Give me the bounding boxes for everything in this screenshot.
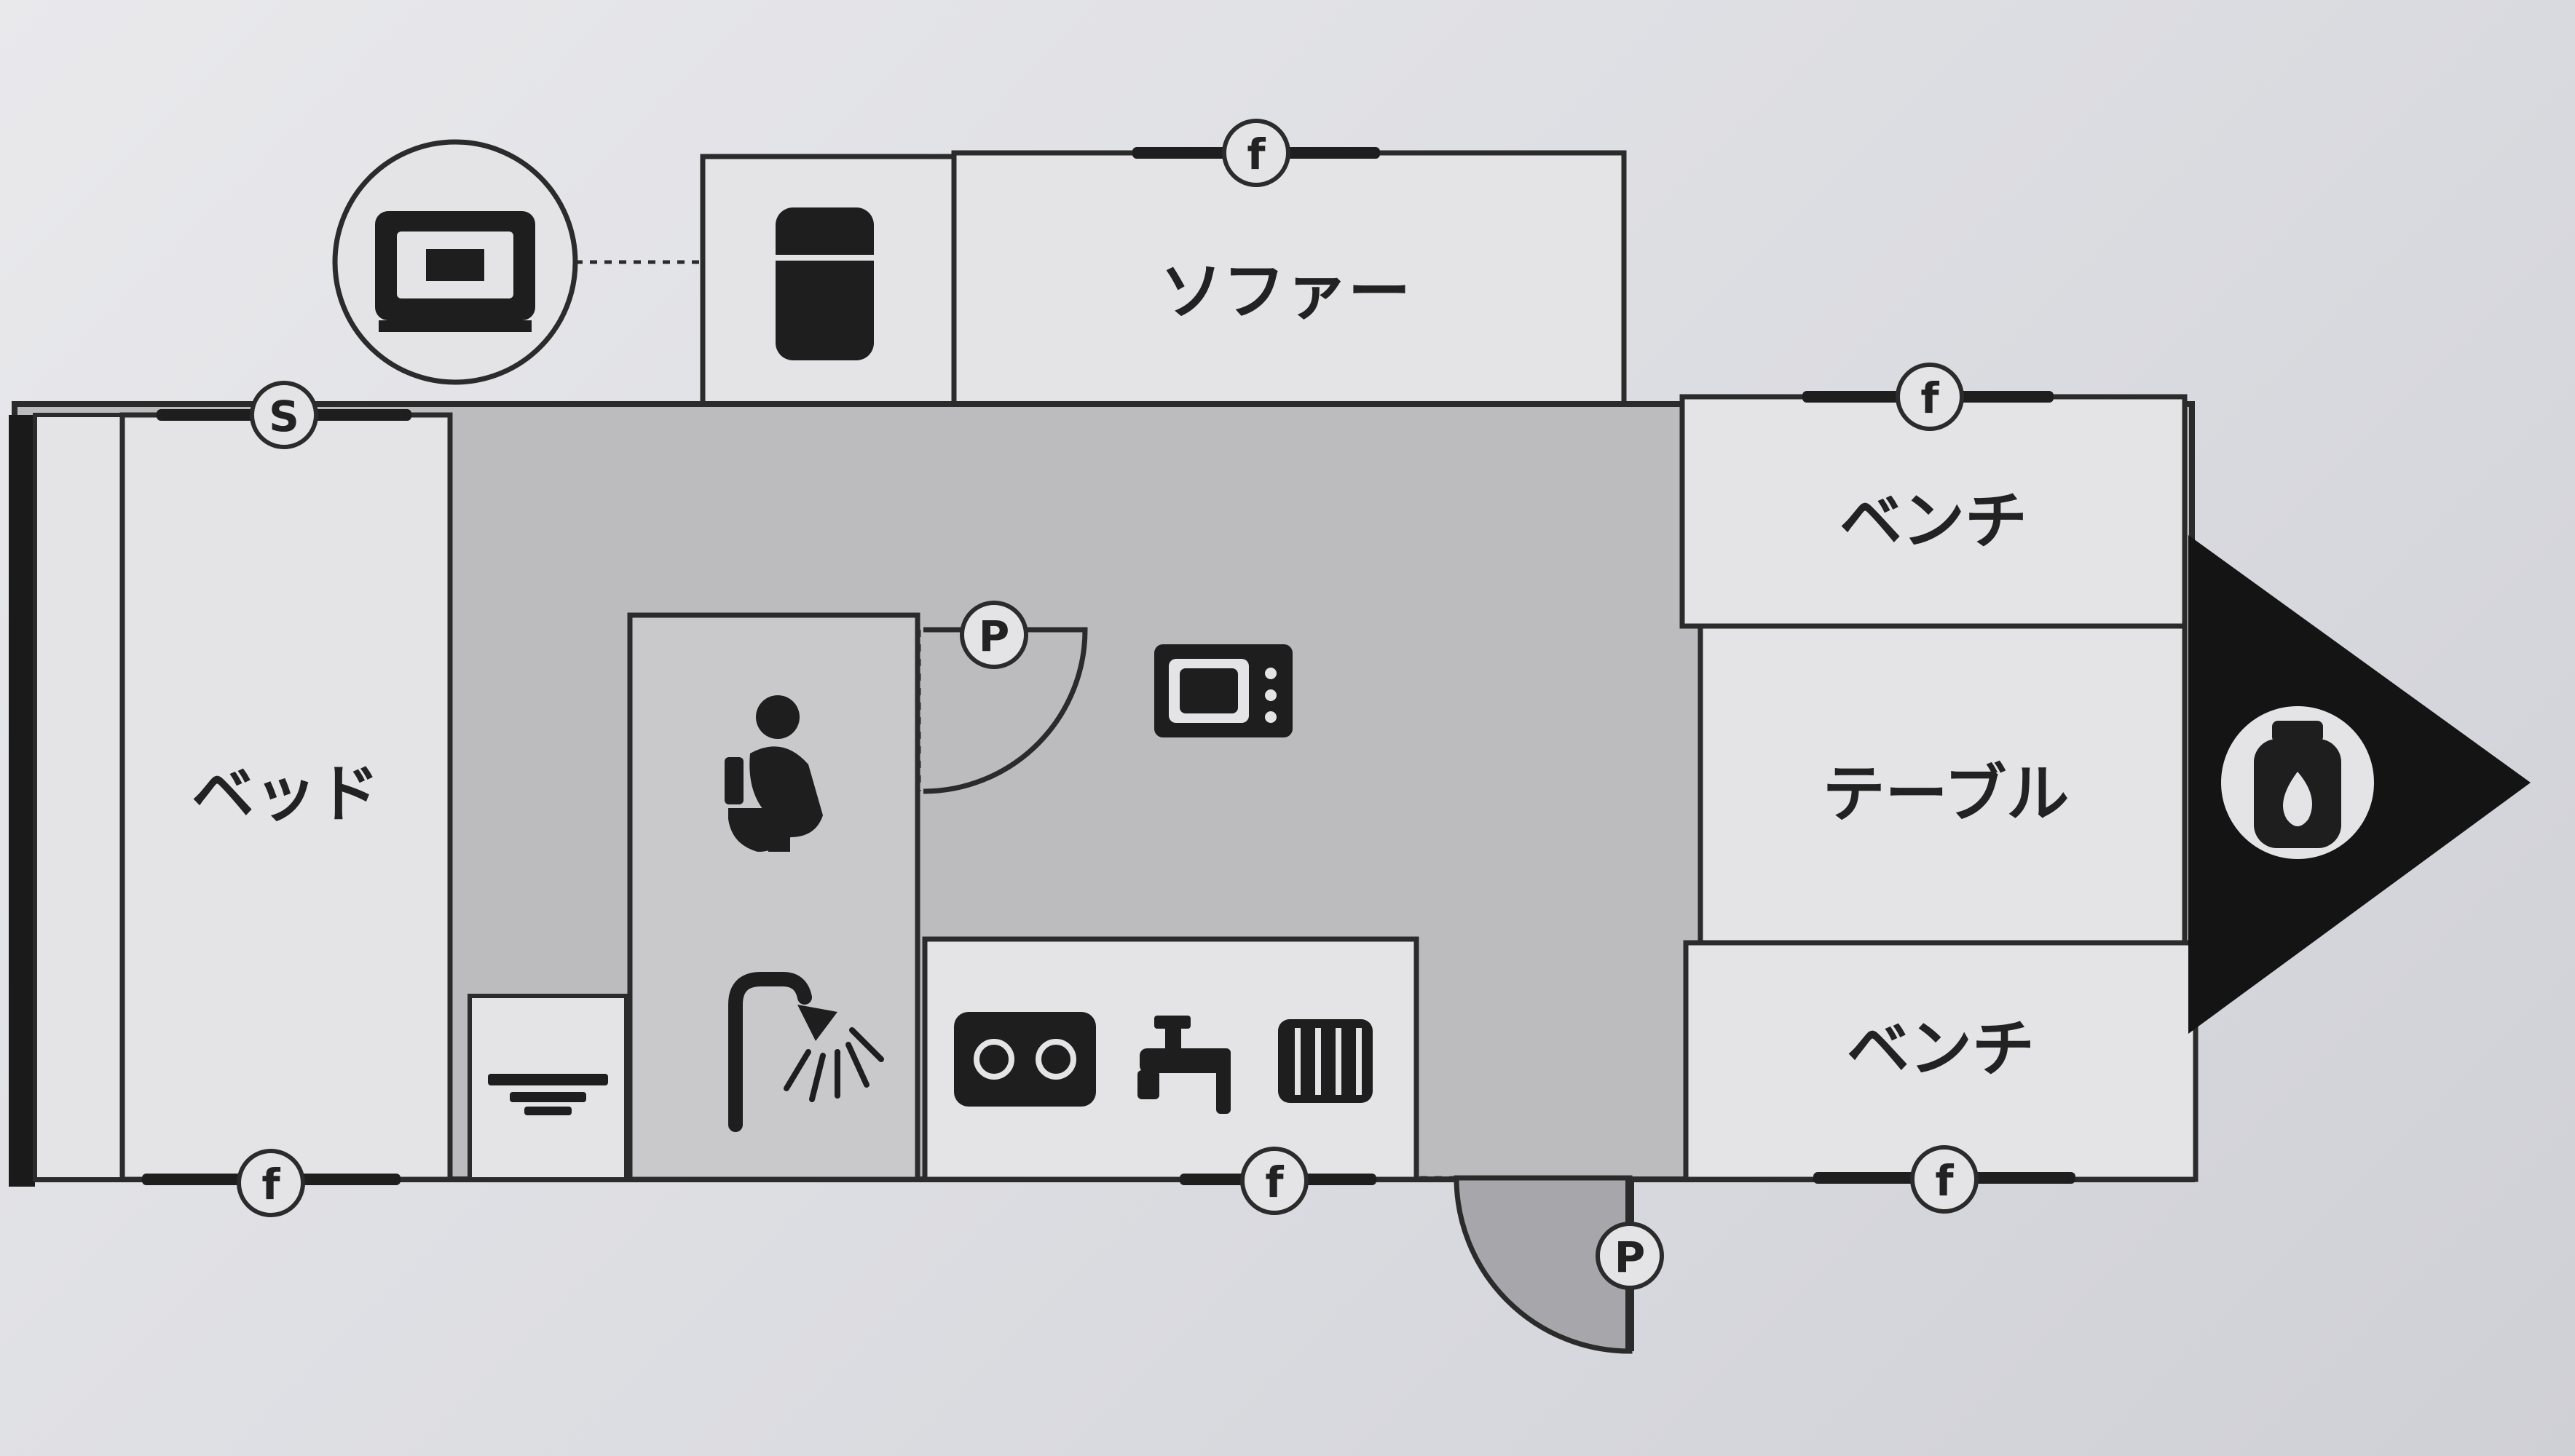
faucet-icon (1137, 1016, 1231, 1114)
label-table: テーブル (1823, 758, 2070, 831)
entry-door-swing (1454, 1175, 1633, 1354)
label-bed: ベッド (192, 758, 379, 831)
door-marker: P (1596, 1222, 1664, 1290)
label-bench-bottom: ベンチ (1847, 1013, 2035, 1085)
label-bench-top: ベンチ (1839, 485, 2027, 558)
svg-text:f: f (261, 1160, 280, 1209)
sink-icon (488, 1074, 608, 1115)
cabinet-room (468, 994, 628, 1182)
window-marker: f (1222, 119, 1290, 187)
svg-text:S: S (269, 392, 299, 441)
window-marker: f (237, 1149, 305, 1217)
svg-text:f: f (1920, 373, 1939, 423)
svg-text:f: f (1265, 1158, 1284, 1207)
refrigerator-icon (776, 207, 874, 360)
rear-wall (9, 415, 35, 1187)
stove-icon (954, 1012, 1096, 1107)
door-marker: P (960, 601, 1028, 669)
toilet-icon (725, 695, 823, 852)
bed-strip (33, 413, 125, 1182)
svg-text:f: f (1247, 130, 1266, 179)
label-sofa: ソファー (1160, 256, 1411, 328)
bed-room (119, 412, 453, 1182)
tv-icon (332, 139, 578, 385)
shower-icon (728, 972, 884, 1132)
microwave-icon (1154, 644, 1293, 737)
sofa-room (951, 150, 1627, 407)
svg-text:P: P (979, 612, 1010, 661)
window-marker: f (1240, 1147, 1309, 1215)
heater-icon (1278, 1019, 1373, 1103)
svg-text:P: P (1614, 1233, 1646, 1282)
window-marker: f (1896, 363, 1964, 431)
propane-tank-icon (2217, 702, 2378, 863)
bath-door-swing (923, 627, 1088, 794)
window-marker: f (1910, 1145, 1979, 1214)
skylight-marker: S (250, 381, 318, 449)
svg-text:f: f (1935, 1156, 1954, 1206)
table-room (1697, 623, 2188, 946)
